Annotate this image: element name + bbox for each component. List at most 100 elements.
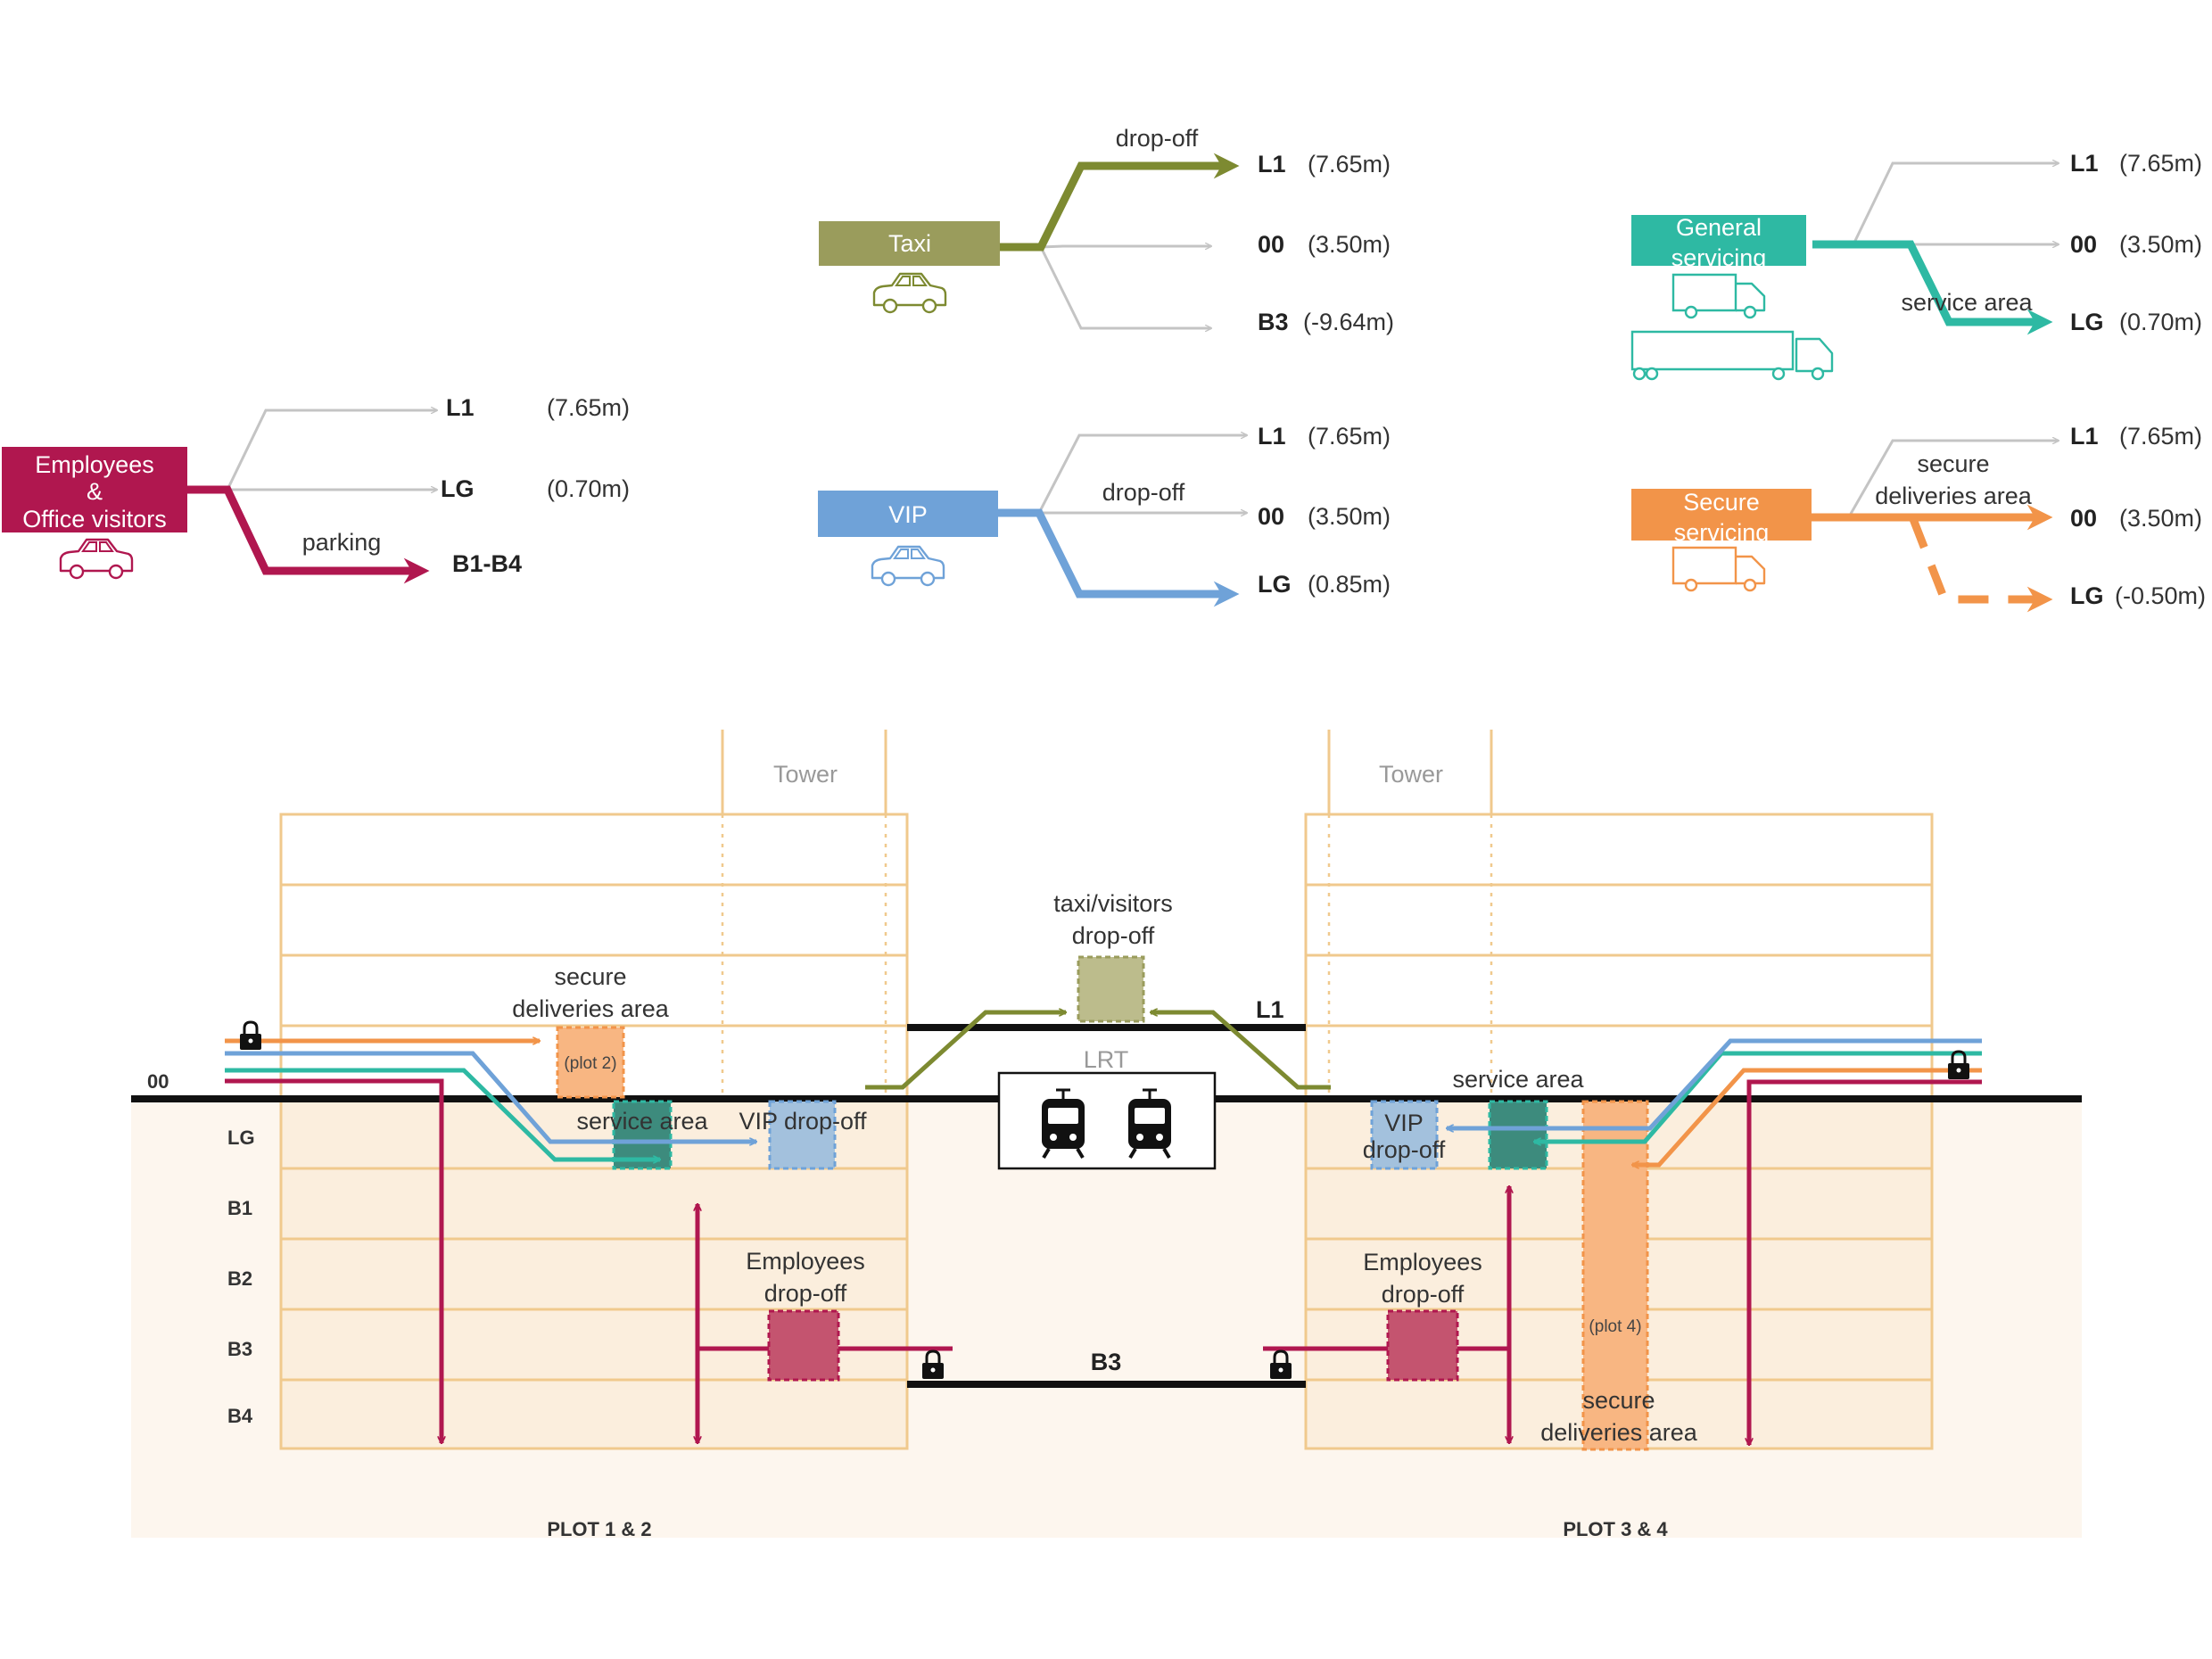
general-route-label: service area: [1901, 289, 2033, 316]
employees-height-lg: (0.70m): [547, 475, 630, 502]
secure-level-l1: L1: [2070, 423, 2099, 450]
secure-level-lg: LG: [2070, 582, 2104, 609]
right-routes: (plot 4) secure deliveries area service …: [1263, 1038, 1982, 1451]
car-icon: [872, 272, 947, 314]
employees-level-l1: L1: [446, 394, 475, 421]
employees-legend-title-2: &: [87, 478, 103, 505]
secure-deliveries-column-right: [1581, 1100, 1649, 1451]
section-diagram: Tower Tower: [131, 730, 2082, 1540]
legend-secure-servicing: Secure servicing secure deliveries area …: [1631, 423, 2206, 613]
car-icon: [871, 545, 945, 587]
platform-l1-label: L1: [1256, 996, 1284, 1023]
employees-level-lg: LG: [441, 475, 475, 502]
employees-route-b1b4: [187, 485, 430, 584]
secure-route-lg: [1909, 517, 2053, 613]
vip-level-lg: LG: [1258, 571, 1292, 598]
secure-height-00: (3.50m): [2119, 505, 2202, 532]
general-legend-title-1: General: [1676, 214, 1762, 241]
taxi-legend-title: Taxi: [888, 230, 931, 257]
secure-deliveries-box-left: [556, 1026, 625, 1099]
legend-employees: Employees & Office visitors parking L1 (…: [2, 394, 630, 584]
general-route-l1: [1812, 163, 2059, 246]
employees-legend-title-3: Office visitors: [22, 506, 167, 532]
level-label-b1: B1: [227, 1197, 252, 1219]
lrt-label: LRT: [1084, 1046, 1129, 1073]
lrt-station: LRT: [997, 1046, 1217, 1170]
left-secure-label-2: deliveries area: [512, 995, 670, 1022]
van-icon: [1671, 273, 1766, 319]
taxi-height-l1: (7.65m): [1308, 151, 1391, 177]
left-employees-label-2: drop-off: [764, 1280, 847, 1307]
taxi-level-l1: L1: [1258, 151, 1286, 177]
taxi-level-b3: B3: [1258, 309, 1289, 335]
secure-route-l1: [1849, 441, 2059, 515]
vip-level-00: 00: [1258, 503, 1284, 530]
general-height-l1: (7.65m): [2119, 150, 2202, 177]
right-service-area-label: service area: [1452, 1066, 1584, 1093]
employees-route-l1: [187, 410, 437, 491]
platform-b3-label: B3: [1091, 1349, 1122, 1375]
plot-label-left: PLOT 1 & 2: [547, 1518, 651, 1540]
taxi-route-l1: [1000, 153, 1240, 252]
left-routes: (plot 2) secure deliveries area service …: [225, 963, 953, 1443]
employees-dropoff-box-right: [1386, 1309, 1459, 1382]
left-vip-dropoff-label: VIP drop-off: [739, 1108, 867, 1135]
vip-level-l1: L1: [1258, 423, 1286, 450]
employees-legend-title-1: Employees: [35, 451, 154, 478]
taxi-route-label: drop-off: [1116, 125, 1199, 152]
employees-level-b1b4: B1-B4: [452, 550, 522, 577]
tower-label-left: Tower: [773, 761, 838, 788]
vip-legend-title: VIP: [888, 501, 928, 528]
right-employees-label-1: Employees: [1363, 1249, 1482, 1275]
employees-legend-box: [2, 447, 187, 532]
car-icon: [59, 538, 134, 580]
truck-icon: [1630, 330, 1834, 381]
secure-level-00: 00: [2070, 505, 2097, 532]
van-icon: [1671, 546, 1766, 592]
vip-height-lg: (0.85m): [1308, 571, 1391, 598]
level-label-lg: LG: [227, 1127, 255, 1149]
general-legend-title-2: servicing: [1671, 244, 1767, 271]
taxi-route-b3: [1039, 246, 1211, 328]
service-area-box-right: [1488, 1100, 1548, 1170]
legend-general-servicing: General servicing service area L1 (7.65m…: [1630, 150, 2202, 381]
general-height-00: (3.50m): [2119, 231, 2202, 258]
level-label-b2: B2: [227, 1267, 252, 1290]
vip-route-label: drop-off: [1102, 479, 1185, 506]
right-secure-label-1: secure: [1582, 1387, 1655, 1414]
secure-legend-title-2: servicing: [1674, 519, 1770, 546]
secure-legend-box: [1631, 489, 1812, 541]
legend-vip: VIP drop-off L1 (7.65m) 00 (3.50m) LG (0…: [818, 423, 1391, 607]
right-employees-label-2: drop-off: [1382, 1281, 1465, 1308]
taxi-height-b3: (-9.64m): [1303, 309, 1394, 335]
secure-height-lg: (-0.50m): [2115, 582, 2206, 609]
employees-dropoff-box-left: [767, 1309, 840, 1382]
vip-legend-box: [818, 491, 998, 537]
secure-legend-title-1: Secure: [1683, 489, 1760, 516]
level-label-b4: B4: [227, 1405, 253, 1427]
right-secure-label-2: deliveries area: [1540, 1419, 1698, 1446]
vip-dropoff-box-left: [768, 1100, 837, 1170]
plot-label-right: PLOT 3 & 4: [1563, 1518, 1668, 1540]
plot-4-tag: (plot 4): [1589, 1317, 1641, 1336]
left-service-area-label: service area: [576, 1108, 708, 1135]
taxi-legend-box: [819, 221, 1000, 266]
right-vip-label-1: VIP: [1384, 1110, 1424, 1136]
vip-route-lg: [998, 508, 1240, 607]
taxi-section-route: taxi/visitors drop-off L1: [865, 890, 1331, 1090]
tram-icon: [1127, 1088, 1173, 1160]
lock-icon: [238, 1020, 263, 1052]
taxi-dropoff-label-1: taxi/visitors: [1053, 890, 1173, 917]
building-outline-left: [279, 813, 909, 1450]
taxi-dropoff-label-2: drop-off: [1072, 922, 1155, 949]
vip-height-00: (3.50m): [1308, 503, 1391, 530]
taxi-dropoff-box: [1077, 955, 1145, 1023]
secure-route-label-1: secure: [1917, 450, 1989, 477]
right-vip-label-2: drop-off: [1363, 1136, 1446, 1163]
general-legend-box: [1631, 215, 1806, 266]
left-secure-label-1: secure: [554, 963, 626, 990]
legend-taxi: Taxi drop-off L1 (7.65m) 00 (3.50m) B3 (…: [819, 125, 1394, 335]
general-level-00: 00: [2070, 231, 2097, 258]
general-height-lg: (0.70m): [2119, 309, 2202, 335]
